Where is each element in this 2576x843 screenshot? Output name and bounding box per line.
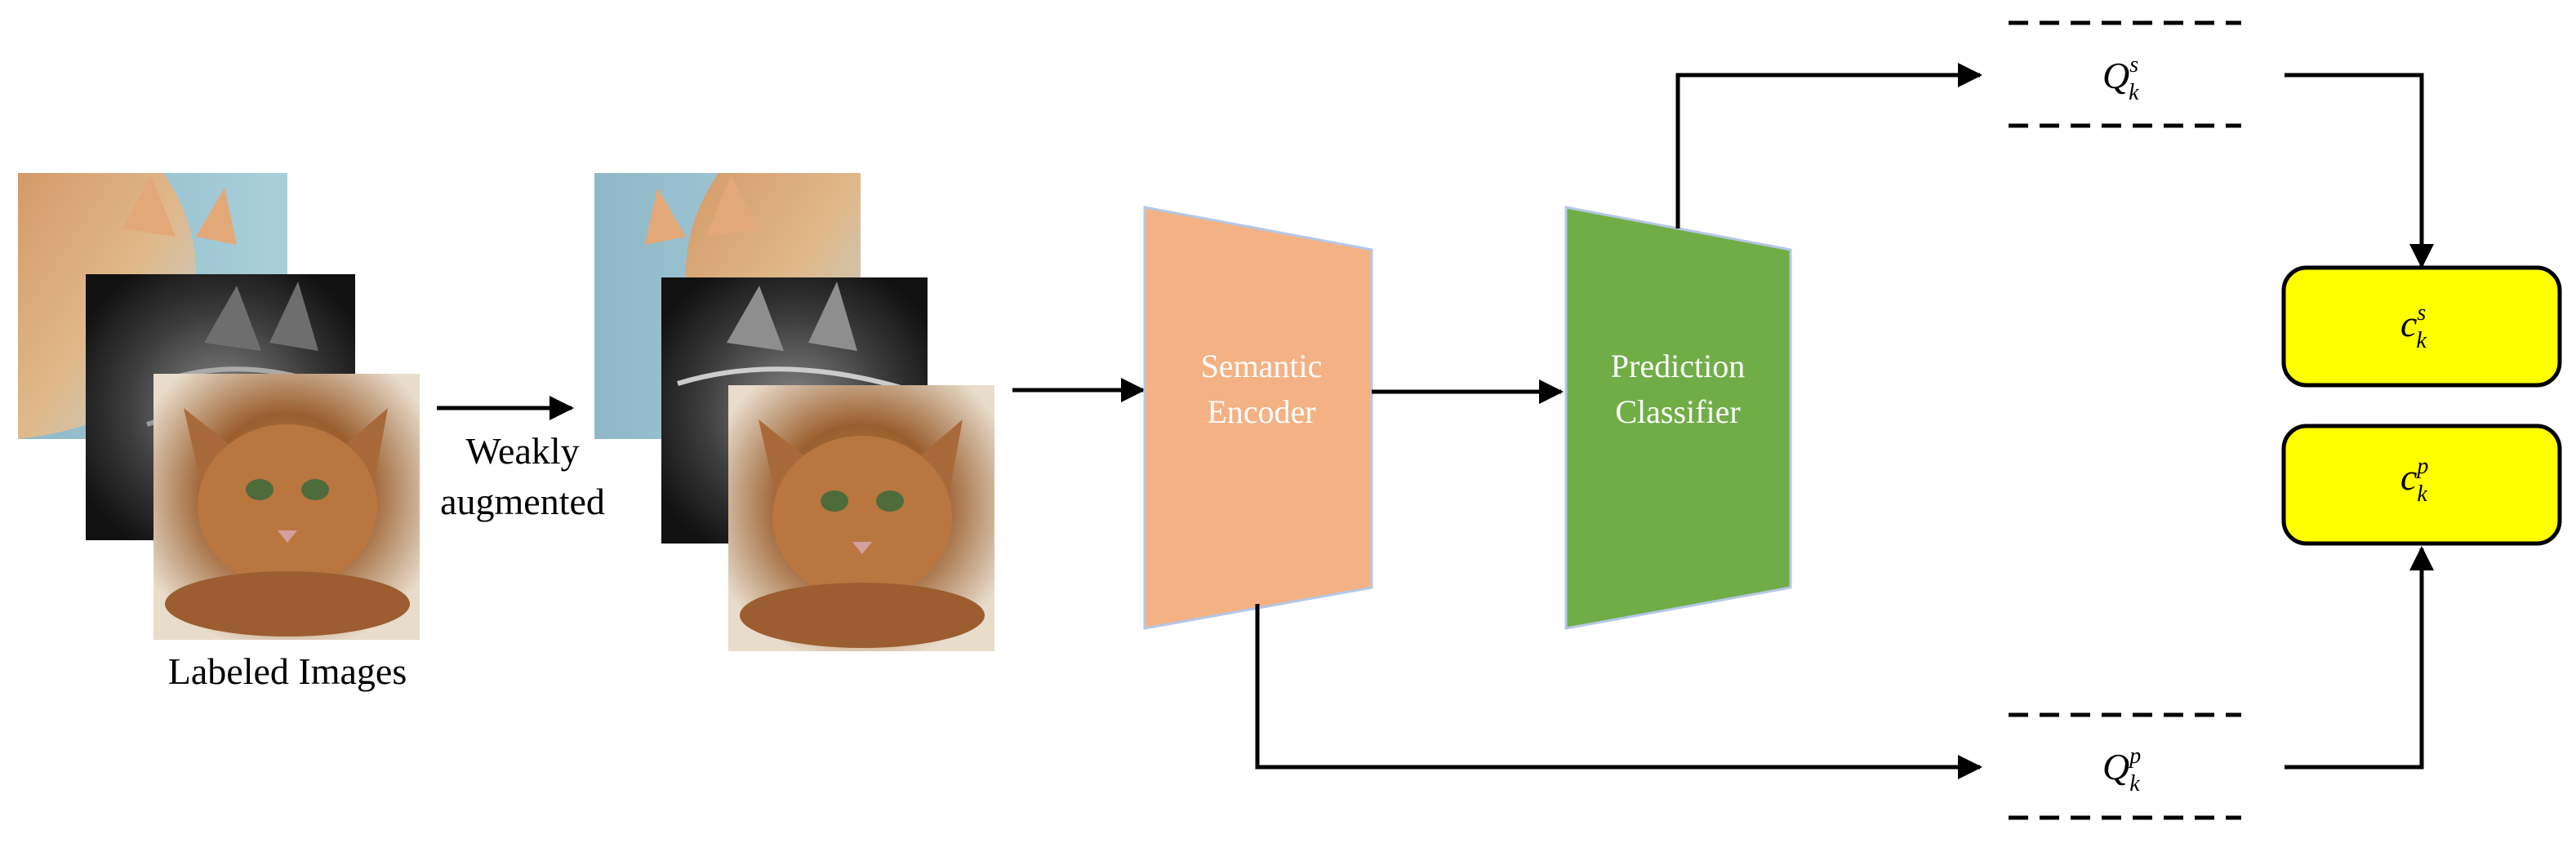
qs-to-cs-arrow: [2285, 73, 2434, 268]
augmented-images-stack: [594, 173, 994, 651]
queue-qs-sup: s: [2129, 52, 2138, 78]
augmented-label: augmented: [440, 481, 605, 522]
center-cs-box: [2281, 265, 2562, 388]
prediction-classifier-block: [1564, 206, 1792, 630]
queue-qp-sup: p: [2128, 743, 2141, 769]
queue-qs-base: Q: [2102, 55, 2129, 96]
center-cp-base: c: [2400, 456, 2417, 498]
center-cs-base: c: [2400, 303, 2417, 344]
labeled-images-stack: [18, 173, 420, 640]
prediction-classifier-label-1: Prediction: [1611, 348, 1745, 384]
semantic-encoder-label-2: Encoder: [1207, 393, 1315, 430]
queue-qs-sub: k: [2129, 80, 2139, 105]
labeled-images-caption: Labeled Images: [168, 650, 407, 692]
qp-to-cp-arrow: [2285, 546, 2434, 770]
prediction-classifier-label-2: Classifier: [1615, 393, 1740, 430]
semantic-encoder-block: [1143, 206, 1373, 630]
center-cs-sup: s: [2417, 300, 2426, 326]
center-cs-sub: k: [2416, 328, 2427, 353]
weakly-label: Weakly: [465, 430, 579, 472]
bengal-cat-photo: [153, 374, 420, 640]
semantic-encoder-label-1: Semantic: [1201, 348, 1323, 384]
encoder-to-qp-arrow: [1255, 604, 1982, 779]
augmented-bengal-cat-photo: [728, 385, 994, 651]
queue-qp-base: Q: [2102, 746, 2129, 788]
queue-qp-sub: k: [2129, 771, 2140, 796]
center-cp-sub: k: [2417, 481, 2427, 507]
center-cp-sup: p: [2415, 454, 2428, 479]
classifier-to-qs-arrow: [1675, 63, 1982, 228]
center-cp-box: [2281, 424, 2562, 546]
